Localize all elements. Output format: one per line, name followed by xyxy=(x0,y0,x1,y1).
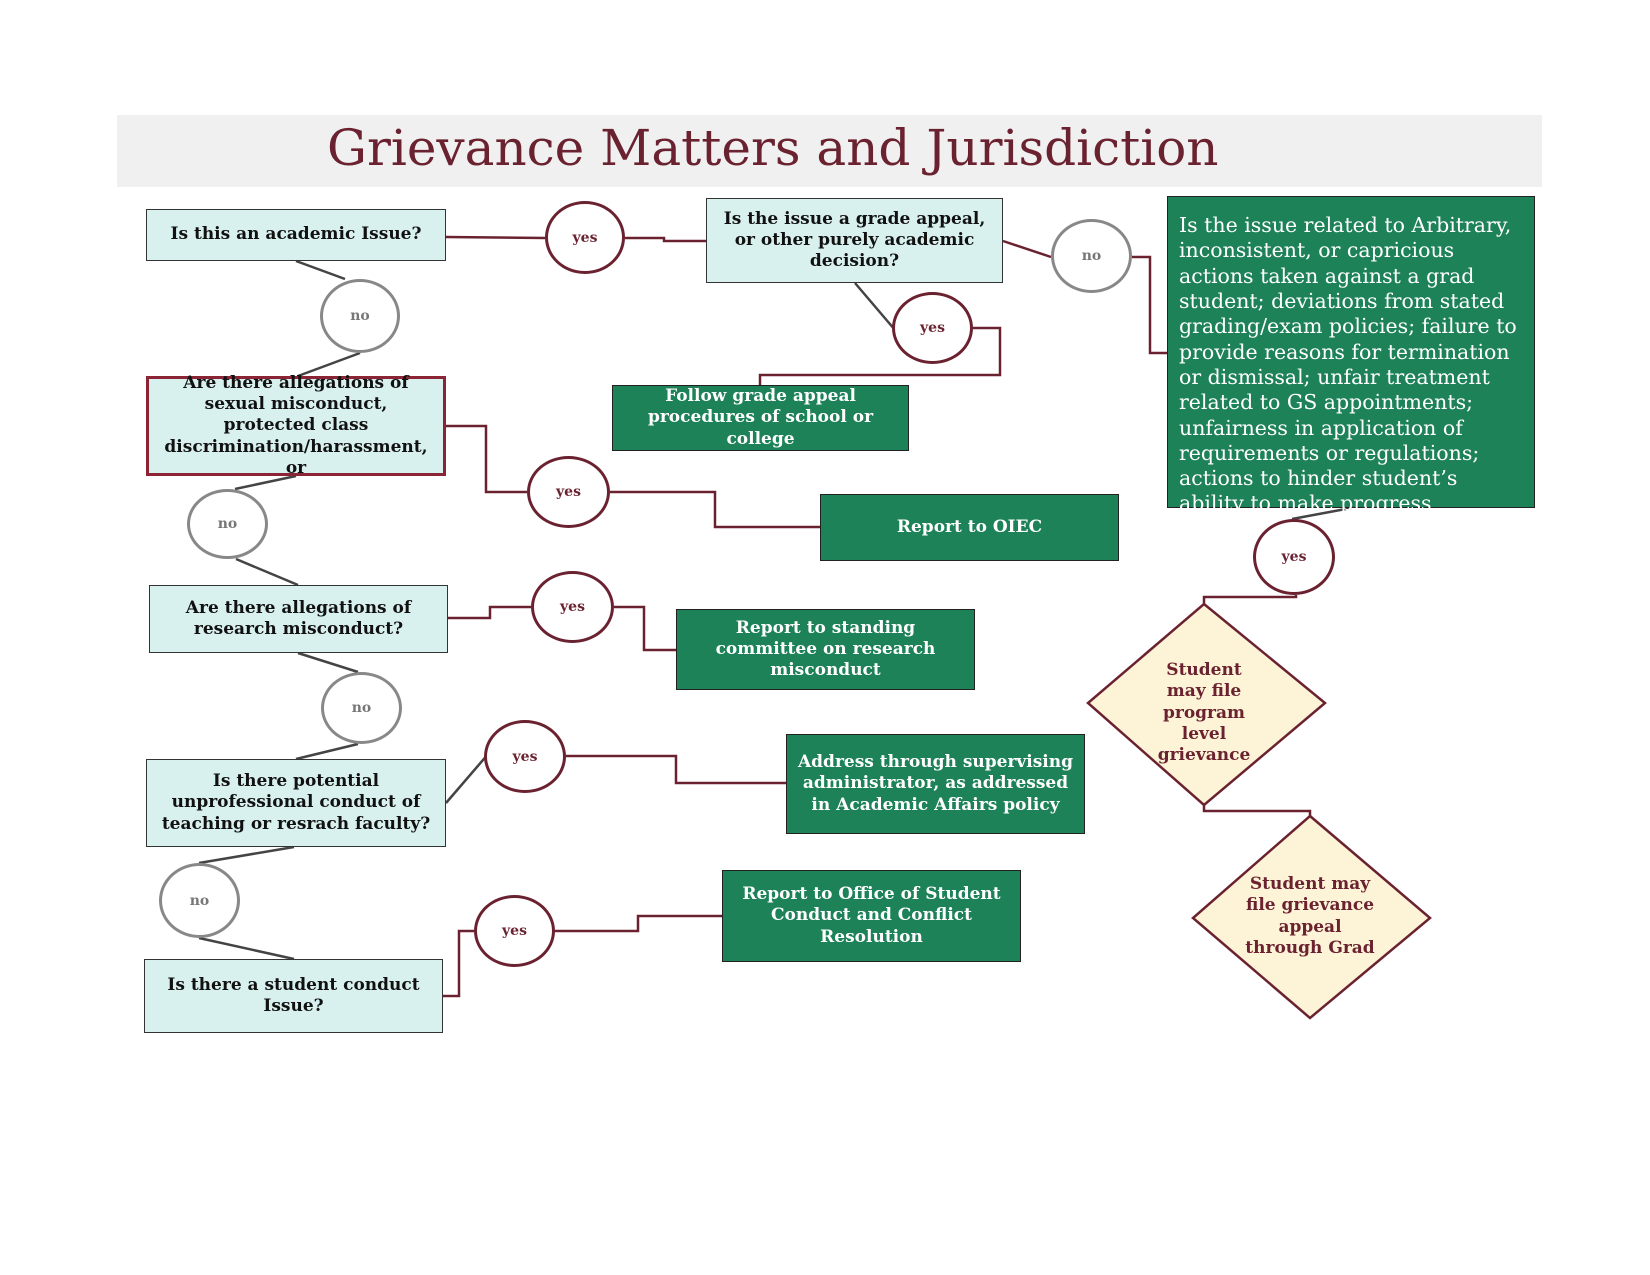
connector-yes-diamond1 xyxy=(1202,595,1298,604)
connector-no-research xyxy=(235,557,299,587)
question-grade-appeal: Is the issue a grade appeal, or other pu… xyxy=(706,198,1003,283)
question-sexual-misconduct-text: Are there allegations of sexual miscondu… xyxy=(164,372,428,478)
connector-grade-no xyxy=(1002,239,1052,259)
yes-circle-student-conduct: yes xyxy=(474,895,555,967)
question-student-conduct: Is there a student conduct Issue? xyxy=(144,959,443,1033)
yes-circle-academic: yes xyxy=(545,201,625,274)
question-unprofessional-conduct-text: Is there potential unprofessional conduc… xyxy=(161,771,431,834)
question-research-misconduct: Are there allegations of research miscon… xyxy=(149,585,448,653)
yes-circle-research-misconduct: yes xyxy=(531,571,614,643)
action-student-conduct-office: Report to Office of Student Conduct and … xyxy=(722,870,1021,962)
action-grade-appeal-procedures-text: Follow grade appeal procedures of school… xyxy=(647,386,874,449)
diamond-grievance-appeal xyxy=(1191,814,1432,1020)
no-circle-grade-appeal: no xyxy=(1051,219,1132,293)
yes-circle-related-issue: yes xyxy=(1253,519,1335,595)
connector-research-yes xyxy=(448,605,531,620)
question-student-conduct-text: Is there a student conduct Issue? xyxy=(167,974,420,1016)
connector-student-yes xyxy=(443,929,474,998)
connector-no-student xyxy=(198,936,295,961)
question-academic-issue: Is this an academic Issue? xyxy=(146,209,446,261)
no-circle-research-misconduct: no xyxy=(321,672,402,744)
no-circle-sexual-misconduct: no xyxy=(187,489,268,559)
no-label: no xyxy=(351,700,372,716)
yes-label: yes xyxy=(512,748,538,765)
title-bar: Grievance Matters and Jurisdiction xyxy=(117,115,1542,187)
yes-circle-sexual-misconduct: yes xyxy=(527,456,610,528)
question-unprofessional-conduct: Is there potential unprofessional conduc… xyxy=(146,759,446,847)
connector-yes-follow xyxy=(758,326,1002,385)
no-circle-academic: no xyxy=(320,279,400,353)
outcome-program-level: Student may file program level grievance xyxy=(1157,660,1251,765)
related-issue-box: Is the issue related to Arbitrary, incon… xyxy=(1167,196,1535,515)
yes-circle-grade-appeal: yes xyxy=(892,292,973,364)
yes-label: yes xyxy=(560,599,585,615)
connector-sexual-yes xyxy=(446,424,527,494)
action-report-oiec: Report to OIEC xyxy=(820,494,1119,561)
connector-no-sexual xyxy=(297,351,361,378)
connector-no-unprof xyxy=(295,742,359,761)
yes-label: yes xyxy=(556,484,581,500)
yes-label: yes xyxy=(1281,549,1307,565)
connector-yes-oiec xyxy=(610,490,820,529)
action-report-oiec-text: Report to OIEC xyxy=(896,516,1043,537)
diamond-program-level xyxy=(1086,602,1327,807)
action-report-research-committee: Report to standing committee on research… xyxy=(676,609,975,690)
connector-yes-admin xyxy=(566,754,786,785)
action-report-research-committee-text: Report to standing committee on research… xyxy=(715,617,936,681)
question-academic-issue-text: Is this an academic Issue? xyxy=(170,224,422,245)
yes-label: yes xyxy=(920,320,945,336)
connector-academic-yes xyxy=(445,235,546,240)
connector-grade-yes xyxy=(854,282,896,331)
connector-yes-grade xyxy=(625,236,706,243)
no-circle-unprofessional-conduct: no xyxy=(159,863,240,938)
related-issue-text: Is the issue related to Arbitrary, incon… xyxy=(1179,213,1517,516)
no-label: no xyxy=(1081,248,1102,264)
question-sexual-misconduct: Are there allegations of sexual miscondu… xyxy=(146,372,446,478)
action-supervising-administrator: Address through supervising administrato… xyxy=(786,734,1085,834)
action-grade-appeal-procedures: Follow grade appeal procedures of school… xyxy=(612,385,909,451)
connector-sexual-no xyxy=(234,474,297,491)
action-student-conduct-office-text: Report to Office of Student Conduct and … xyxy=(742,884,1001,947)
connector-unprof-yes xyxy=(445,752,490,804)
connector-diamond1-diamond2 xyxy=(1202,805,1312,816)
connector-yes-office xyxy=(555,914,722,933)
yes-circle-unprofessional-conduct: yes xyxy=(484,720,566,793)
no-label: no xyxy=(350,308,370,324)
no-label: no xyxy=(189,892,210,909)
connector-academic-no xyxy=(295,259,346,281)
yes-label: yes xyxy=(502,923,527,939)
question-research-misconduct-text: Are there allegations of research miscon… xyxy=(185,597,412,639)
connector-research-no xyxy=(297,651,359,674)
no-label: no xyxy=(217,516,238,532)
action-supervising-administrator-text: Address through supervising administrato… xyxy=(797,752,1074,815)
yes-label: yes xyxy=(572,229,598,246)
connector-unprof-no xyxy=(198,845,295,865)
connector-big-yes xyxy=(1291,506,1352,521)
connector-yes-committee xyxy=(614,605,676,652)
outcome-grievance-appeal: Student may file grievance appeal throug… xyxy=(1245,874,1375,958)
connector-no-big xyxy=(1132,255,1167,355)
page-title: Grievance Matters and Jurisdiction xyxy=(327,119,1219,177)
question-grade-appeal-text: Is the issue a grade appeal, or other pu… xyxy=(723,208,986,272)
